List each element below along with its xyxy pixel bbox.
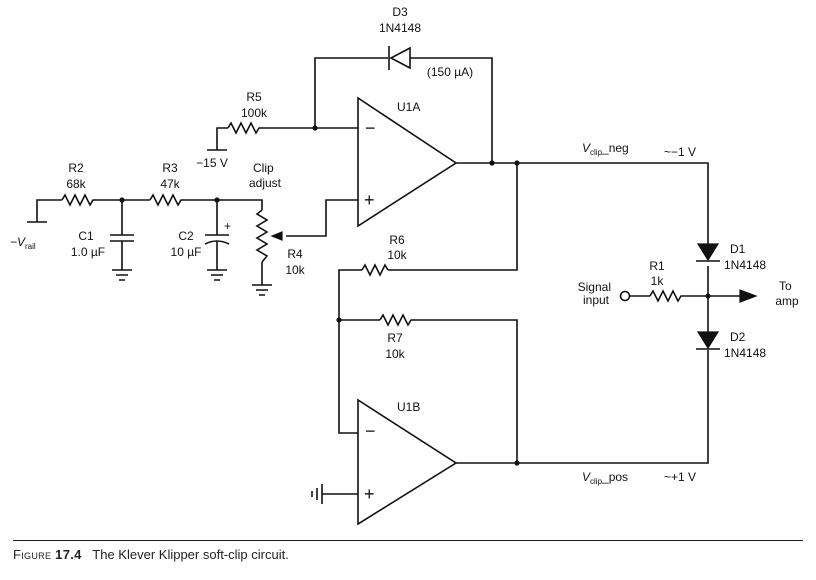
u1a-plus-sign: + xyxy=(364,190,375,210)
r5-ref: R5 xyxy=(246,90,262,104)
u1b-ref: U1B xyxy=(397,400,420,414)
minus15v-label: −15 V xyxy=(196,156,228,170)
d2-diode xyxy=(696,331,720,350)
r6-ref: R6 xyxy=(389,233,405,247)
vclip-neg-value: ~−1 V xyxy=(664,145,696,159)
r7-resistor xyxy=(379,313,412,327)
ground-symbol xyxy=(252,284,272,296)
c2-value: 10 µF xyxy=(171,245,202,259)
vclip-pos-label: Vclip_pos xyxy=(582,470,628,486)
clip-adjust-label: Clip adjust xyxy=(249,161,282,190)
junction-dots xyxy=(119,125,711,466)
signal-input-terminal xyxy=(619,290,631,302)
signal-input-label: Signal input xyxy=(578,280,615,307)
ground-symbol xyxy=(207,269,227,281)
c1-capacitor xyxy=(110,234,134,242)
u1a-opamp xyxy=(357,96,458,228)
vrail-label: −Vrail xyxy=(10,235,36,251)
r3-ref: R3 xyxy=(162,161,178,175)
d1-part: 1N4148 xyxy=(724,258,766,272)
vclip-pos-value: ~+1 V xyxy=(664,470,696,484)
r4-value: 10k xyxy=(285,263,305,277)
r2-value: 68k xyxy=(66,177,86,191)
r1-resistor xyxy=(649,289,682,303)
c2-capacitor xyxy=(204,234,230,245)
c1-value: 1.0 µF xyxy=(71,245,105,259)
d1-ref: D1 xyxy=(730,242,746,256)
r4-ref: R4 xyxy=(287,247,303,261)
d3-diode xyxy=(388,46,411,70)
d3-part: 1N4148 xyxy=(379,21,421,35)
ground-symbol xyxy=(311,484,323,504)
u1b-opamp xyxy=(357,398,458,526)
r7-ref: R7 xyxy=(387,331,403,345)
figure-word: Figure xyxy=(13,547,52,562)
figure-caption: Figure 17.4 The Klever Klipper soft-clip… xyxy=(13,547,289,562)
d3-current-note: (150 µA) xyxy=(427,65,473,79)
u1a-ref: U1A xyxy=(397,100,420,114)
r3-value: 47k xyxy=(160,177,180,191)
u1b-minus-sign: − xyxy=(365,421,376,441)
schematic-diagram: D3 1N4148 (150 µA) R5 100k U1A − + −15 V… xyxy=(10,5,799,526)
d2-part: 1N4148 xyxy=(724,346,766,360)
r5-resistor xyxy=(227,121,262,135)
d3-ref: D3 xyxy=(392,5,408,19)
caption-text: The Klever Klipper soft-clip circuit. xyxy=(92,547,289,562)
c1-ref: C1 xyxy=(78,229,94,243)
u1a-minus-sign: − xyxy=(365,118,376,138)
to-amp-arrow xyxy=(739,289,758,303)
r1-value: 1k xyxy=(651,274,665,288)
r7-value: 10k xyxy=(385,347,405,361)
r3-resistor xyxy=(149,193,184,207)
u1b-plus-sign: + xyxy=(364,484,375,504)
d1-diode xyxy=(696,243,720,262)
r4-potentiometer xyxy=(255,209,283,263)
r6-resistor xyxy=(361,263,389,277)
r6-value: 10k xyxy=(387,248,407,262)
to-amp-label: To amp xyxy=(775,279,799,308)
r2-ref: R2 xyxy=(68,161,84,175)
d2-ref: D2 xyxy=(730,330,746,344)
c2-ref: C2 xyxy=(178,229,194,243)
wires xyxy=(36,57,740,495)
vclip-neg-label: Vclip_neg xyxy=(582,141,629,157)
r1-ref: R1 xyxy=(649,259,665,273)
figure-number: 17.4 xyxy=(55,547,82,562)
figure-label: Figure 17.4 xyxy=(13,547,82,562)
c2-polarity-plus: + xyxy=(224,219,231,233)
r2-resistor xyxy=(61,193,96,207)
ground-symbol xyxy=(112,269,132,281)
caption-rule xyxy=(13,540,803,541)
r5-value: 100k xyxy=(241,106,268,120)
